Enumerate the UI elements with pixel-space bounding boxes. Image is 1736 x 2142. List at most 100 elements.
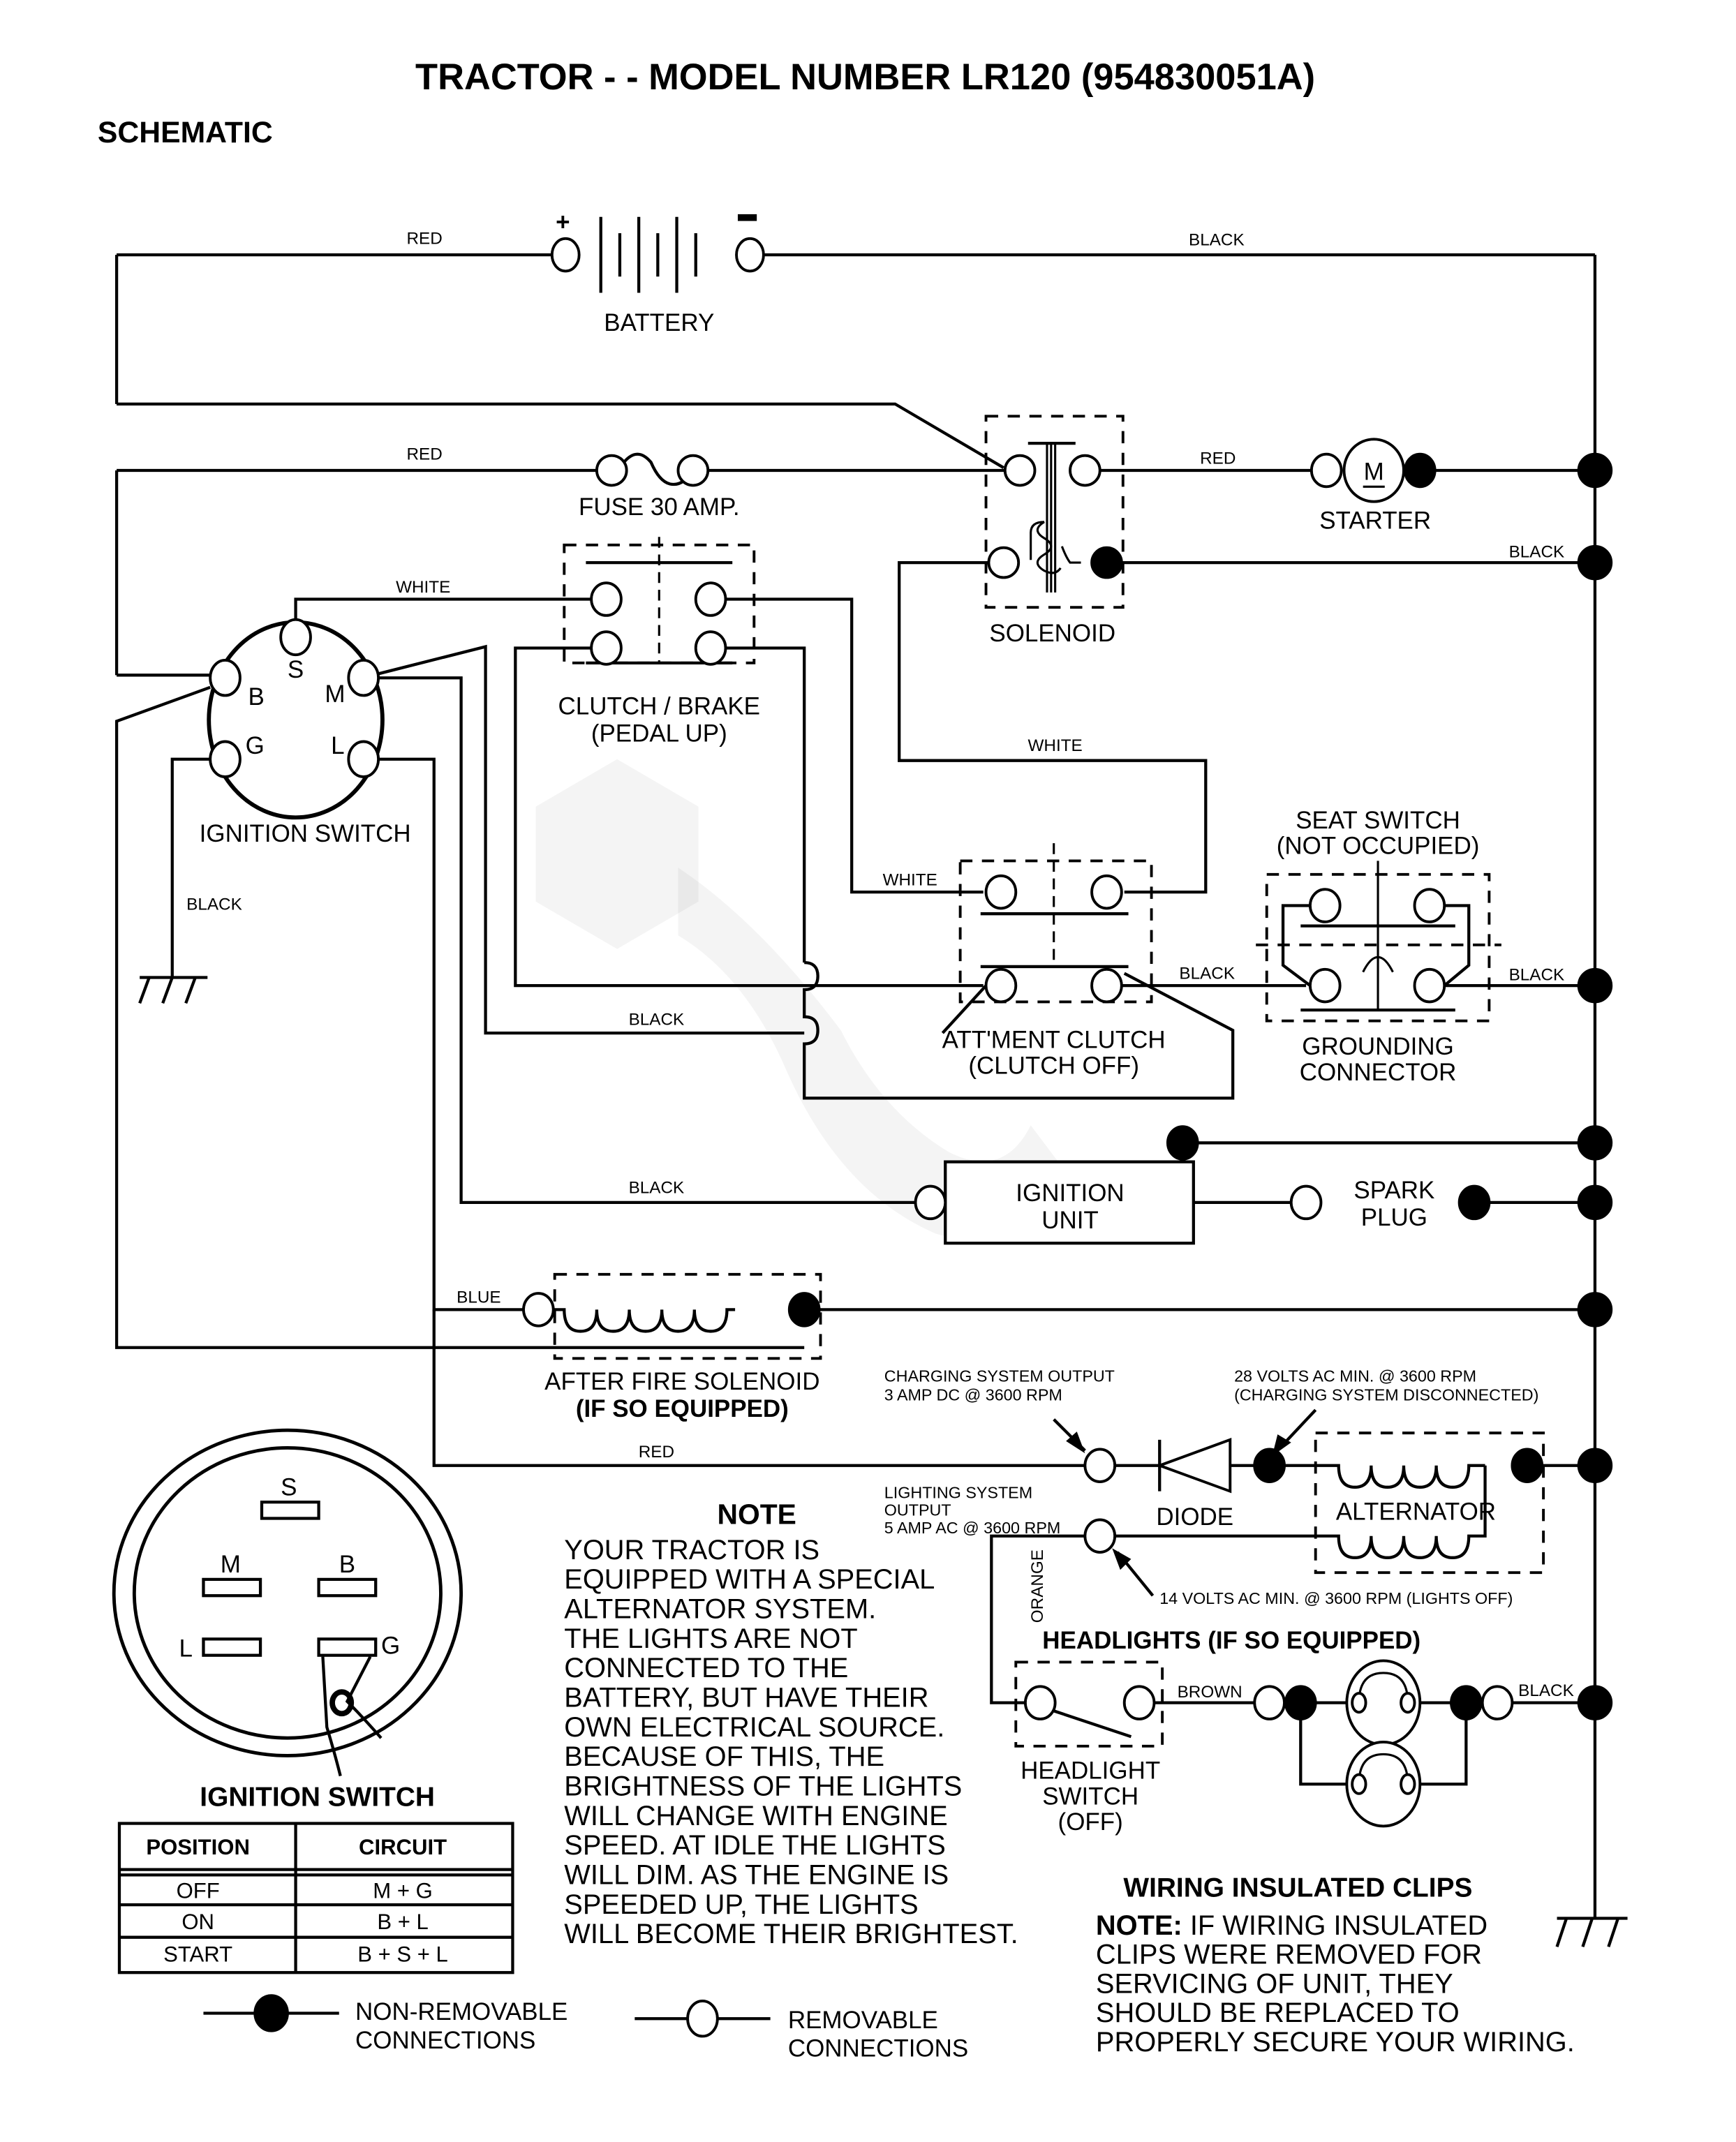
- legend-non-removable-2: CONNECTIONS: [355, 2027, 535, 2054]
- wire-label-orange: ORANGE: [1028, 1549, 1047, 1623]
- terminal-label-s: S: [288, 656, 304, 683]
- grounding-connector-label-1: GROUNDING: [1302, 1033, 1454, 1060]
- charging-output-annotation: CHARGING SYSTEM OUTPUT 3 AMP DC @ 3600 R…: [884, 1367, 1115, 1454]
- battery: + BATTERY RED BLACK: [114, 209, 1595, 469]
- headlight-switch-label-3: (OFF): [1058, 1808, 1123, 1836]
- battery-label: BATTERY: [604, 309, 714, 336]
- ground-connection: [1577, 452, 1613, 489]
- annotation-text: OUTPUT: [884, 1501, 951, 1519]
- note-line: BRIGHTNESS OF THE LIGHTS: [564, 1771, 962, 1802]
- annotation-text: 5 AMP AC @ 3600 RPM: [884, 1519, 1060, 1537]
- note-line: CONNECTED TO THE: [564, 1653, 848, 1683]
- annotation-text: (CHARGING SYSTEM DISCONNECTED): [1234, 1386, 1538, 1404]
- diode-label: DIODE: [1156, 1503, 1233, 1531]
- non-removable-connection-icon: [253, 1994, 289, 2032]
- table-cell: OFF: [177, 1878, 220, 1903]
- detail-terminal-s: S: [281, 1473, 297, 1501]
- wire-label-blue: BLUE: [457, 1288, 500, 1307]
- note-line: BATTERY, BUT HAVE THEIR: [564, 1682, 928, 1713]
- wire-label-red-starter: RED: [1200, 449, 1236, 468]
- fuse-label: FUSE 30 AMP.: [579, 493, 740, 521]
- note-line: OWN ELECTRICAL SOURCE.: [564, 1712, 944, 1743]
- annotation-text: 3 AMP DC @ 3600 RPM: [884, 1386, 1062, 1404]
- note-line: BECAUSE OF THIS, THE: [564, 1741, 884, 1772]
- alternator: ALTERNATOR: [1115, 1431, 1613, 1575]
- wire-ignition-b: [114, 685, 805, 1349]
- ignition-terminal-m: [347, 659, 380, 697]
- table-header-position: POSITION: [146, 1835, 250, 1859]
- wire-clutch-white: [725, 597, 984, 894]
- alternator-label: ALTERNATOR: [1336, 1498, 1496, 1525]
- note-line: WILL BECOME THEIR BRIGHTEST.: [564, 1919, 1018, 1949]
- legend-removable-2: CONNECTIONS: [788, 2035, 968, 2062]
- wire-label-red-charging: RED: [639, 1443, 674, 1462]
- attachment-clutch-label-2: (CLUTCH OFF): [968, 1052, 1139, 1079]
- ignition-terminal-s: [279, 618, 312, 657]
- ground-connection: [1577, 544, 1613, 581]
- charging-disconnected-annotation: 28 VOLTS AC MIN. @ 3600 RPM (CHARGING SY…: [1234, 1367, 1538, 1457]
- wire-headlight-orange: [990, 1534, 1085, 1704]
- headlights-title: HEADLIGHTS (IF SO EQUIPPED): [1042, 1627, 1420, 1654]
- clips-note-line: NOTE: IF WIRING INSULATED: [1096, 1910, 1488, 1941]
- note-line: WILL DIM. AS THE ENGINE IS: [564, 1860, 949, 1891]
- wire-label-black: BLACK: [1189, 231, 1245, 250]
- lights-off-annotation: 14 VOLTS AC MIN. @ 3600 RPM (LIGHTS OFF): [1159, 1589, 1513, 1607]
- seat-switch-label-2: (NOT OCCUPIED): [1277, 833, 1480, 860]
- ignition-terminal-g: [209, 740, 242, 778]
- note-line: EQUIPPED WITH A SPECIAL: [564, 1564, 935, 1595]
- table-header-circuit: CIRCUIT: [359, 1835, 447, 1859]
- after-fire-solenoid: AFTER FIRE SOLENOID (IF SO EQUIPPED): [522, 1272, 1613, 1422]
- wire-label-black-headlight: BLACK: [1518, 1681, 1574, 1700]
- clips-note-line: PROPERLY SECURE YOUR WIRING.: [1096, 2027, 1575, 2058]
- wire-label-red: RED: [407, 230, 443, 248]
- ignition-unit: IGNITION UNIT SPARK PLUG: [914, 1125, 1613, 1245]
- clips-note-line: CLIPS WERE REMOVED FOR: [1096, 1940, 1482, 1970]
- detail-title: IGNITION SWITCH: [200, 1782, 435, 1812]
- wire-ignition-g-black: [170, 757, 211, 978]
- legend-removable-1: REMOVABLE: [788, 2007, 938, 2034]
- ignition-terminal-l: [347, 740, 380, 778]
- battery-positive-terminal: [550, 237, 581, 273]
- battery-negative-terminal: [735, 237, 765, 273]
- wire-label-black-ignition-unit: BLACK: [629, 1178, 685, 1197]
- ground-connection: [1577, 1685, 1613, 1720]
- annotation-text: 28 VOLTS AC MIN. @ 3600 RPM: [1234, 1367, 1476, 1385]
- ignition-switch-label: IGNITION SWITCH: [200, 820, 411, 847]
- note-line: YOUR TRACTOR IS: [564, 1535, 819, 1565]
- ground-connection: [1577, 967, 1613, 1004]
- lighting-output-annotation: LIGHTING SYSTEM OUTPUT 5 AMP AC @ 3600 R…: [884, 1483, 1513, 1607]
- attachment-clutch-label-1: ATT'MENT CLUTCH: [942, 1026, 1166, 1053]
- wire-label-black-seat: BLACK: [1509, 965, 1565, 984]
- section-heading: SCHEMATIC: [98, 116, 273, 149]
- wire-solenoid-white: [898, 560, 1208, 894]
- wire-label-white-ignition: WHITE: [396, 578, 450, 597]
- detail-terminal-b: B: [339, 1551, 355, 1578]
- note-title: NOTE: [718, 1498, 796, 1530]
- note-line: WILL CHANGE WITH ENGINE: [564, 1801, 947, 1831]
- detail-terminal-l: L: [179, 1635, 192, 1663]
- annotation-text: LIGHTING SYSTEM: [884, 1483, 1032, 1501]
- battery-minus-sign: [737, 214, 757, 221]
- wire-clutch-lower-left: [514, 646, 984, 988]
- ignition-circuit-table: POSITION CIRCUIT OFF M + G ON B + L STAR…: [117, 1822, 514, 1974]
- table-cell: B + L: [377, 1910, 428, 1934]
- wire-ignition-l: [378, 757, 525, 1311]
- ground-connection: [1577, 1125, 1613, 1161]
- terminal-label-l: L: [331, 732, 344, 759]
- table-cell: ON: [181, 1910, 214, 1934]
- headlight-switch-label-2: SWITCH: [1042, 1783, 1138, 1810]
- ignition-switch: S B M G L IGNITION SWITCH: [200, 618, 411, 847]
- detail-terminal-g: G: [381, 1632, 400, 1660]
- wire-battery-to-solenoid: [117, 402, 1004, 469]
- wire-ignition-m-unit: [378, 676, 916, 1205]
- diode: DIODE: [1083, 1438, 1286, 1531]
- clips-note-line: SERVICING OF UNIT, THEY: [1096, 1968, 1453, 1999]
- solenoid-terminal-battery: [1003, 454, 1037, 487]
- wire-label-black-clutch: BLACK: [629, 1010, 685, 1029]
- solenoid-terminal-coil: [987, 546, 1021, 579]
- ground-symbol-right: [1555, 1917, 1628, 1947]
- battery-plus-sign: +: [556, 209, 570, 236]
- clips-note-line: SHOULD BE REPLACED TO: [1096, 1998, 1460, 2028]
